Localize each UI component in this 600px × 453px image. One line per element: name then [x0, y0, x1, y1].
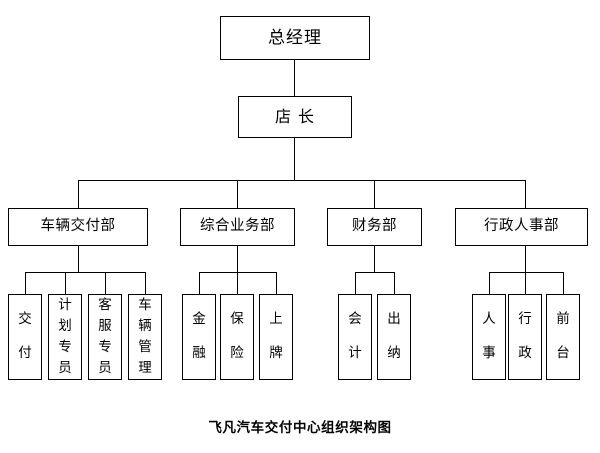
connector-store-to-bus	[294, 138, 296, 180]
leaf-accountant-label: 会 计	[348, 311, 362, 361]
connector-dept-4-bus	[489, 272, 564, 274]
leaf-planning-specialist-label: 计 划 专 员	[58, 297, 72, 376]
connector-dept-4-stem	[525, 246, 527, 272]
leaf-vehicle-management[interactable]: 车 辆 管 理	[128, 294, 162, 380]
leaf-human-resources-label: 人 事	[482, 311, 496, 361]
node-store-manager-label: 店 长	[274, 106, 316, 126]
leaf-finance-lending-label: 金 融	[192, 311, 206, 361]
node-department-vehicle-delivery[interactable]: 车辆交付部	[8, 208, 148, 246]
connector-dept-4-leaf-1	[489, 272, 491, 294]
node-department-finance-label: 财务部	[352, 218, 397, 235]
node-store-manager[interactable]: 店 长	[238, 96, 352, 138]
node-department-admin-hr[interactable]: 行政人事部	[455, 208, 588, 246]
connector-gm-to-store	[294, 60, 296, 96]
leaf-administration[interactable]: 行 政	[508, 294, 542, 380]
leaf-finance-lending[interactable]: 金 融	[182, 294, 216, 380]
connector-dept-2-leaf-1	[199, 272, 201, 294]
connector-bus-to-dept-4	[525, 180, 527, 208]
connector-dept-3-stem	[374, 246, 376, 272]
node-general-manager[interactable]: 总经理	[220, 16, 370, 60]
connector-dept-1-bus	[25, 272, 146, 274]
node-general-manager-label: 总经理	[268, 27, 322, 48]
connector-dept-3-leaf-1	[355, 272, 357, 294]
connector-dept-1-leaf-1	[25, 272, 27, 294]
connector-dept-1-leaf-3	[105, 272, 107, 294]
connector-dept-3-leaf-2	[394, 272, 396, 294]
connector-department-bus	[78, 180, 526, 182]
connector-bus-to-dept-3	[374, 180, 376, 208]
leaf-delivery-label: 交 付	[18, 311, 32, 361]
node-department-finance[interactable]: 财务部	[327, 208, 422, 246]
connector-dept-2-leaf-2	[237, 272, 239, 294]
leaf-cashier-label: 出 纳	[387, 311, 401, 361]
chart-caption: 飞凡汽车交付中心组织架构图	[208, 420, 392, 436]
leaf-customer-service-specialist-label: 客 服 专 员	[98, 297, 112, 376]
leaf-license-plate-label: 上 牌	[269, 311, 283, 361]
connector-dept-2-leaf-3	[276, 272, 278, 294]
leaf-front-desk-label: 前 台	[556, 311, 570, 361]
connector-dept-4-leaf-2	[525, 272, 527, 294]
leaf-license-plate[interactable]: 上 牌	[259, 294, 293, 380]
leaf-human-resources[interactable]: 人 事	[472, 294, 506, 380]
connector-bus-to-dept-1	[78, 180, 80, 208]
leaf-insurance-label: 保 险	[230, 311, 244, 361]
connector-bus-to-dept-2	[237, 180, 239, 208]
leaf-vehicle-management-label: 车 辆 管 理	[138, 297, 152, 376]
leaf-administration-label: 行 政	[518, 311, 532, 361]
connector-dept-1-stem	[78, 246, 80, 272]
connector-dept-1-leaf-2	[65, 272, 67, 294]
connector-dept-1-leaf-4	[145, 272, 147, 294]
node-department-vehicle-delivery-label: 车辆交付部	[40, 218, 116, 235]
connector-dept-4-leaf-3	[563, 272, 565, 294]
node-department-general-business[interactable]: 综合业务部	[180, 208, 295, 246]
connector-dept-3-bus	[355, 272, 395, 274]
leaf-cashier[interactable]: 出 纳	[377, 294, 411, 380]
node-department-general-business-label: 综合业务部	[200, 218, 275, 235]
leaf-insurance[interactable]: 保 险	[220, 294, 254, 380]
leaf-planning-specialist[interactable]: 计 划 专 员	[48, 294, 82, 380]
leaf-delivery[interactable]: 交 付	[8, 294, 42, 380]
leaf-customer-service-specialist[interactable]: 客 服 专 员	[88, 294, 122, 380]
leaf-front-desk[interactable]: 前 台	[546, 294, 580, 380]
connector-dept-2-stem	[237, 246, 239, 272]
node-department-admin-hr-label: 行政人事部	[484, 218, 559, 235]
leaf-accountant[interactable]: 会 计	[338, 294, 372, 380]
